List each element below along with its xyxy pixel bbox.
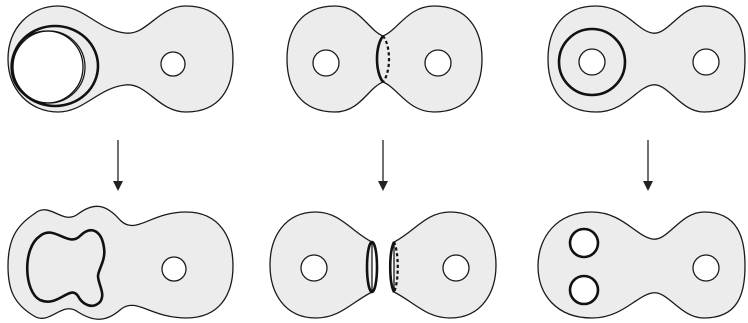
middle-top-left-hole: [312, 49, 340, 77]
middle-top-neck-curve-back: [382, 35, 391, 83]
right-bottom-lower-boundary: [568, 274, 600, 306]
left-top-small-hole: [160, 51, 186, 77]
middle-top-neck-curve-front: [375, 35, 385, 83]
left-top-loop-curve: [10, 24, 100, 108]
left-bottom-body: [7, 205, 234, 320]
left-top-inner-curve: [10, 30, 84, 104]
left-bottom-surface: [7, 205, 234, 320]
middle-top-surface: [286, 5, 483, 113]
middle-bottom-left-cut: [365, 240, 379, 294]
middle-arrow: [378, 140, 388, 191]
middle-bottom-right-hole: [442, 254, 470, 282]
right-bottom-upper-boundary: [568, 227, 600, 259]
right-top-surface: [547, 5, 746, 113]
middle-top-body: [286, 5, 483, 113]
left-bottom-bounding-curve: [25, 229, 106, 308]
left-top-surface: [7, 5, 234, 113]
right-arrow: [643, 140, 653, 191]
right-top-right-hole: [692, 48, 720, 76]
right-top-body: [547, 5, 746, 113]
right-top-left-hole: [578, 48, 606, 76]
middle-bottom-left-hole: [300, 254, 328, 282]
middle-bottom-left-piece: [269, 211, 379, 319]
left-arrow: [113, 140, 123, 191]
right-bottom-right-hole: [692, 254, 720, 282]
middle-bottom-right-piece: [388, 211, 497, 319]
left-bottom-small-hole: [161, 256, 187, 282]
middle-bottom-right-cut-front: [388, 241, 396, 293]
middle-top-right-hole: [424, 49, 452, 77]
right-bottom-surface: [537, 211, 746, 319]
right-top-loop-curve: [557, 27, 627, 97]
middle-bottom-right-cut-back: [392, 241, 399, 293]
